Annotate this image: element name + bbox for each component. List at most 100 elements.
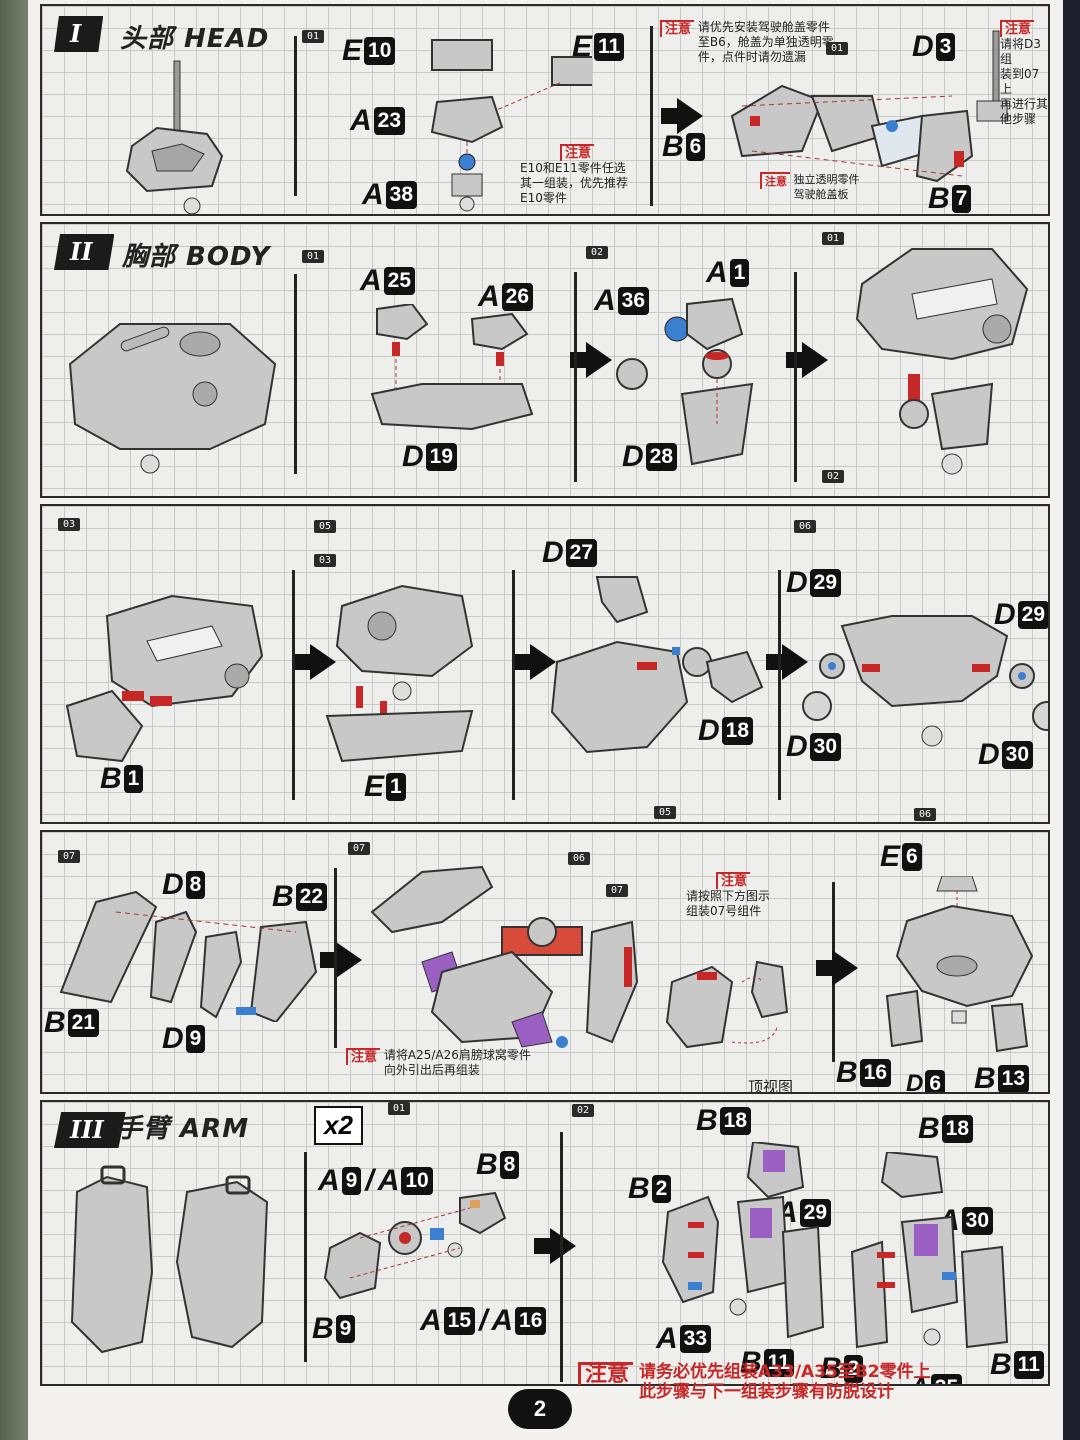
head-d3-antenna: [976, 30, 1008, 122]
step-label: 01: [826, 42, 849, 55]
body-step7-assembly: [370, 865, 639, 1048]
divider: [512, 570, 515, 800]
divider: [574, 272, 577, 482]
part-label-A35: A35: [910, 1372, 963, 1384]
step-label: 05: [654, 806, 677, 819]
divider: [334, 868, 337, 1048]
quantity-multiplier: x2: [314, 1106, 363, 1145]
step-label: 06: [568, 852, 591, 865]
arrow-right-icon: [534, 1228, 576, 1264]
head-preview-illustration: [125, 60, 224, 214]
step-label: 07: [348, 842, 371, 855]
body-step5-assembly: [325, 584, 474, 763]
step-label: 06: [914, 808, 937, 821]
divider: [560, 1132, 563, 1382]
section-title: 头部 HEAD: [120, 24, 270, 54]
body-step5b-parts: [550, 576, 764, 754]
arrow-right-icon: [320, 942, 362, 978]
step-label: 07: [58, 850, 81, 863]
step-label: 01: [302, 30, 325, 43]
table-edge: [0, 0, 28, 1440]
section-numeral: II: [54, 234, 115, 270]
step-label: 01: [388, 1102, 411, 1115]
note-canopy: 注意 请优先安装驾驶舱盖零件 至B6，舱盖为单独透明零 件，点件时请勿遗漏: [660, 20, 834, 65]
arrow-right-icon: [661, 98, 703, 134]
step-label: 03: [58, 518, 81, 531]
divider: [294, 36, 297, 196]
note-a25-a26: 注意 请将A25/A26肩膀球窝零件 向外引出后再组装: [346, 1048, 531, 1078]
top-view-label: 顶视图: [748, 1078, 794, 1094]
arrow-right-icon: [514, 644, 556, 680]
divider: [304, 1152, 307, 1362]
body-step3-parts: [65, 594, 264, 763]
head-step1-parts: [430, 39, 592, 212]
step-label: 07: [606, 884, 629, 897]
divider: [778, 570, 781, 800]
step-label: 03: [314, 554, 337, 567]
arm-step1-parts: [323, 1191, 507, 1300]
step-label: 06: [794, 520, 817, 533]
step-label: 05: [314, 520, 337, 533]
note-clear-canopy: 注意 独立透明零件 驾驶舱盖板: [760, 172, 860, 202]
note-07-component: 注意 请按照下方图示 组装07号组件: [686, 872, 771, 918]
body-step2-parts: [616, 297, 754, 466]
note-e10-e11: 注意 E10和E11零件任选 其一组装，优先推荐 E10零件: [520, 144, 629, 205]
arm-preview-illustration: [70, 1165, 269, 1354]
section-title: 胸部 BODY: [122, 242, 271, 272]
top-view-diagram: [665, 960, 789, 1049]
body-step7-final: [885, 876, 1034, 1053]
body-step7-parts: [59, 890, 318, 1022]
section-title: 手臂 ARM: [116, 1114, 250, 1144]
section-numeral: III: [54, 1112, 126, 1148]
arm-step2-right-assembly: [850, 1152, 1009, 1349]
page-number: 2: [508, 1389, 572, 1429]
divider: [794, 272, 797, 482]
step-label: 02: [822, 470, 845, 483]
arrow-right-icon: [816, 950, 858, 986]
arm-step2-left-assembly: [661, 1142, 825, 1339]
step-label: 01: [822, 232, 845, 245]
divider: [294, 274, 297, 474]
divider: [650, 26, 653, 206]
body-preview-illustration: [68, 323, 277, 474]
